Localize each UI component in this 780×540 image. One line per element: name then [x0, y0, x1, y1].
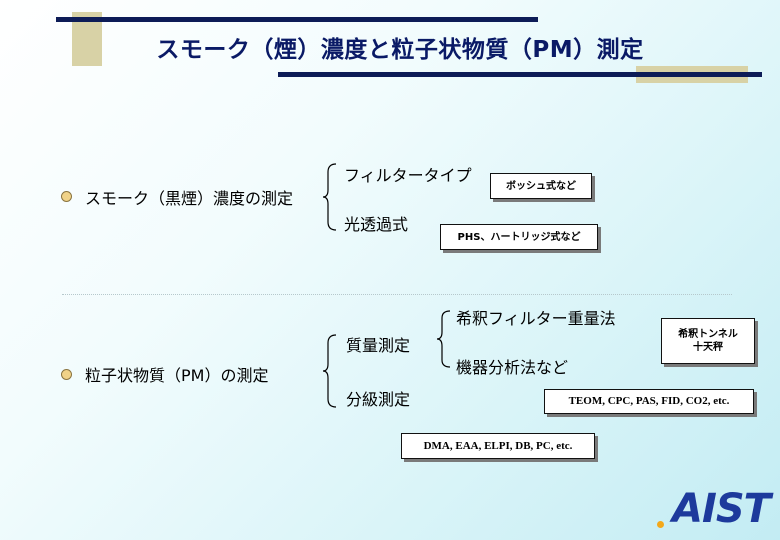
extra-box: DMA, EAA, ELPI, DB, PC, etc.: [401, 433, 595, 459]
bullet-section1: [61, 191, 72, 202]
section2-label: 粒子状物質（PM）の測定: [85, 366, 269, 385]
section2-classify: 分級測定: [346, 390, 411, 409]
mass-sub1: 希釈フィルター重量法: [456, 309, 616, 328]
bullet-section2: [61, 369, 72, 380]
section2-mass: 質量測定: [346, 336, 411, 355]
section1-branch1-box: ボッシュ式など: [490, 173, 592, 199]
title-bar-bottom: [278, 72, 762, 77]
section1-label: スモーク（黒煙）濃度の測定: [85, 189, 294, 208]
section-divider: [62, 294, 732, 295]
section1-brace: [322, 163, 337, 231]
classify-box: TEOM, CPC, PAS, FID, CO2, etc.: [544, 389, 754, 414]
title-bar-top: [56, 17, 538, 22]
logo-dot: [657, 521, 664, 528]
page-title: スモーク（煙）濃度と粒子状物質（PM）測定: [156, 37, 644, 63]
mass-sub2: 機器分析法など: [456, 358, 569, 377]
section1-branch2-box: PHS、ハートリッジ式など: [440, 224, 598, 250]
mass-sub1-box: 希釈トンネル 十天秤: [661, 318, 755, 364]
mass-brace: [436, 310, 451, 368]
aist-logo: AIST: [672, 486, 771, 532]
mass-sub1-box-line1: 希釈トンネル: [678, 329, 738, 340]
section2-brace: [322, 334, 337, 408]
section1-branch1: フィルタータイプ: [344, 166, 472, 185]
section1-branch2: 光透過式: [344, 215, 409, 234]
mass-sub1-box-line2: 十天秤: [693, 342, 723, 353]
